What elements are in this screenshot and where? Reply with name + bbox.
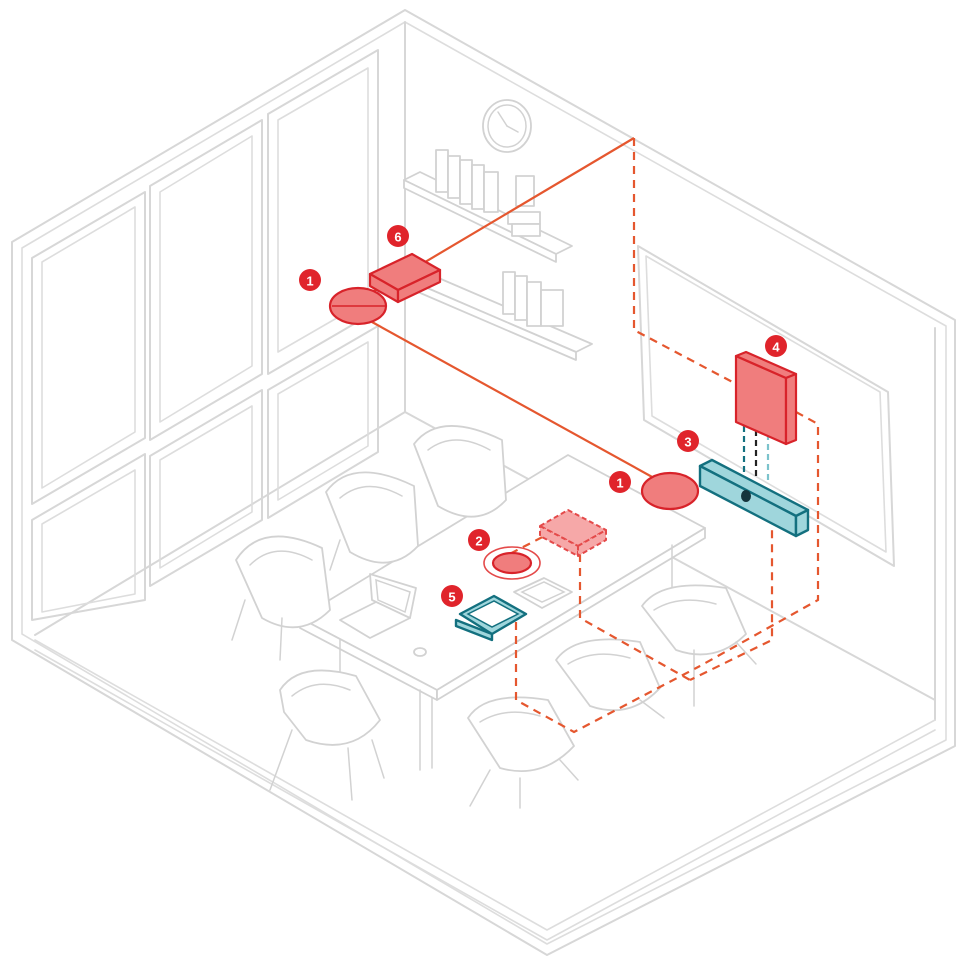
badge-video-bar: 3: [677, 430, 699, 452]
badge-touch-controller: 5: [441, 585, 463, 607]
svg-text:2: 2: [475, 534, 482, 549]
svg-text:6: 6: [394, 230, 401, 245]
ceiling-microphone-right: [642, 473, 698, 509]
ceiling-microphone-left: [330, 288, 386, 324]
wall-clock: [483, 100, 531, 152]
window-frames: [32, 50, 378, 620]
badge-table-microphone: 2: [468, 529, 490, 551]
badge-ceiling-mic-right: 1: [609, 471, 631, 493]
svg-text:5: 5: [448, 590, 455, 605]
svg-text:1: 1: [306, 274, 313, 289]
svg-text:1: 1: [616, 476, 623, 491]
badge-ceiling-mic-left: 1: [299, 269, 321, 291]
svg-text:3: 3: [684, 435, 691, 450]
badge-compute-unit: 4: [765, 335, 787, 357]
svg-text:4: 4: [772, 340, 780, 355]
badge-network-switch: 6: [387, 225, 409, 247]
upper-shelf: [404, 150, 572, 262]
